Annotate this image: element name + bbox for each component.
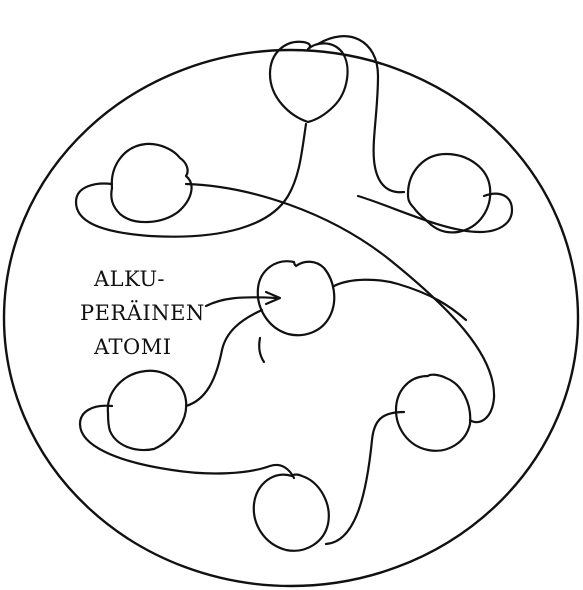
link-upper-left-to-center-left bbox=[259, 338, 264, 362]
link-center-to-right bbox=[334, 280, 466, 320]
atom-lower-right bbox=[396, 375, 470, 451]
label-line-1: ALKU- bbox=[93, 267, 165, 291]
atom-upper-right bbox=[408, 154, 490, 232]
atom-label: ALKU- PERÄINEN ATOMI bbox=[80, 267, 205, 359]
link-top-to-upper-right bbox=[318, 36, 404, 192]
label-line-3: ATOMI bbox=[93, 335, 172, 359]
label-line-2: PERÄINEN bbox=[80, 301, 205, 325]
link-lower-right-to-bottom bbox=[326, 412, 404, 544]
link-lower-left-loop bbox=[80, 406, 294, 478]
atom-upper-left bbox=[111, 144, 191, 222]
atom-bottom bbox=[254, 475, 329, 551]
link-upper-left-to-lower-right bbox=[186, 184, 494, 422]
atom-lower-left bbox=[108, 371, 186, 450]
